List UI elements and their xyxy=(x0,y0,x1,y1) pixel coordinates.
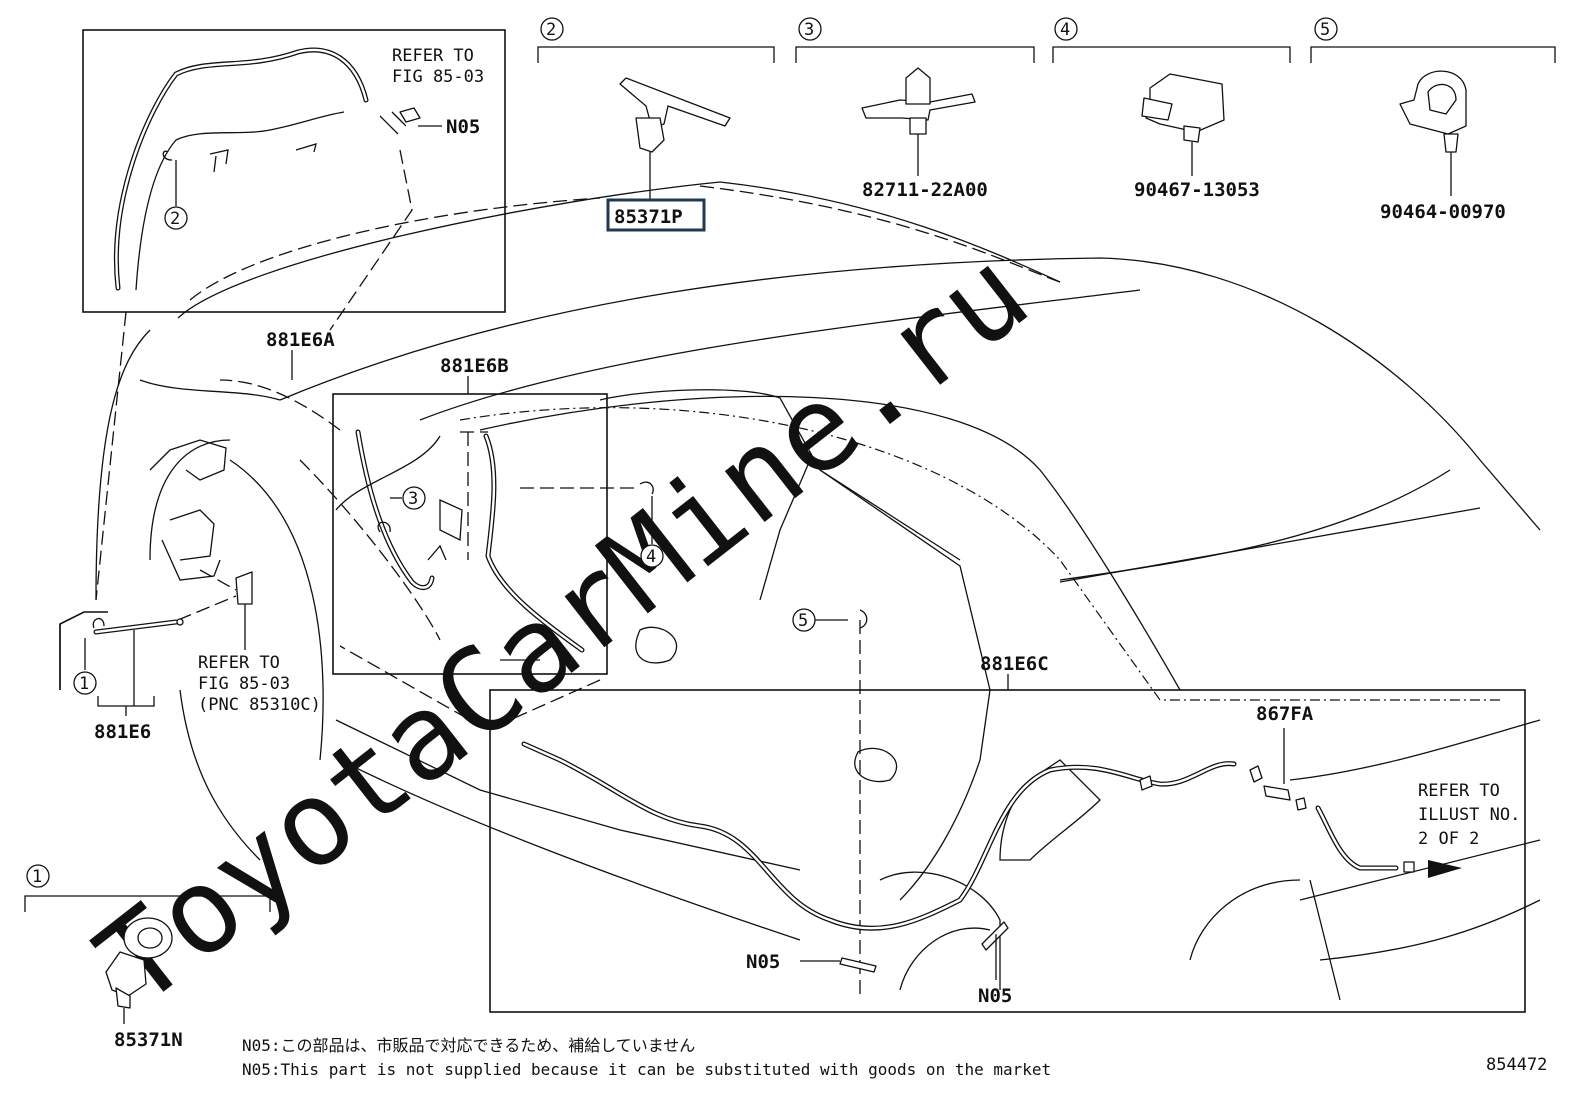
car-body-outline xyxy=(95,181,1541,1001)
clamp-90464-00970-icon xyxy=(1399,70,1467,196)
callout-4-label: 4 xyxy=(1060,20,1070,40)
wheel-arch-parts xyxy=(149,439,253,650)
part-90464-00970-label[interactable]: 90464-00970 xyxy=(1380,201,1506,223)
callout-1-bracket-label: 1 xyxy=(32,867,42,887)
header-bracket-2: 2 xyxy=(537,17,775,63)
refer-fig-mid-line3: (PNC 85310C) xyxy=(198,695,321,715)
refer-illust-line2: ILLUST NO. xyxy=(1418,805,1520,825)
callout-3-detail-label: 3 xyxy=(408,489,418,509)
refer-fig-top-line2: FIG 85-03 xyxy=(392,67,484,87)
part-881E6A-label[interactable]: 881E6A xyxy=(266,329,335,351)
n05-box-left-label[interactable]: N05 xyxy=(746,951,780,973)
arrow-icon xyxy=(1428,860,1462,878)
detail-box-881E6C xyxy=(489,689,1526,1013)
callout-1-881E6 xyxy=(73,671,97,695)
part-85371P-highlight xyxy=(606,198,706,232)
note-japanese: N05:この部品は、市販品で対応できるため、補給していません xyxy=(242,1036,695,1055)
refer-illust-line1: REFER TO xyxy=(1418,781,1500,801)
n05-top-left-label[interactable]: N05 xyxy=(446,116,480,138)
part-881E6B-label[interactable]: 881E6B xyxy=(440,355,509,377)
callout-2-label: 2 xyxy=(546,20,556,40)
illustration-number: 854472 xyxy=(1486,1055,1547,1075)
callout-2-detail-label: 2 xyxy=(170,209,180,229)
callout-4-door xyxy=(640,544,664,568)
leader-lines xyxy=(95,149,1500,1000)
watermark: ToyotaCarMine.ru xyxy=(72,224,1053,1033)
header-bracket-3: 3 xyxy=(795,17,1035,63)
header-bracket-5: 5 xyxy=(1310,17,1556,63)
callout-3-label: 3 xyxy=(804,20,814,40)
clamp-85371P-icon xyxy=(619,77,731,200)
callout-2-detail xyxy=(164,206,188,230)
detail-box-881E6B xyxy=(332,393,608,675)
part-90467-13053-label[interactable]: 90467-13053 xyxy=(1134,179,1260,201)
part-82711-22A00-label[interactable]: 82711-22A00 xyxy=(862,179,988,201)
part-881E6C-label[interactable]: 881E6C xyxy=(980,653,1049,675)
callout-4-door-label: 4 xyxy=(646,547,656,567)
refer-fig-mid-line1: REFER TO xyxy=(198,653,280,673)
part-85371N-label[interactable]: 85371N xyxy=(114,1029,183,1051)
callout-5-label: 5 xyxy=(1320,20,1330,40)
clip-82711-22A00-icon xyxy=(861,67,976,176)
header-bracket-1: 1 xyxy=(24,864,271,912)
part-881E6-label[interactable]: 881E6 xyxy=(94,721,151,743)
note-english: N05:This part is not supplied because it… xyxy=(242,1060,1051,1079)
callout-3-detail xyxy=(402,486,426,510)
n05-box-right-label[interactable]: N05 xyxy=(978,985,1012,1007)
refer-fig-mid-line2: FIG 85-03 xyxy=(198,674,290,694)
part-867FA-label[interactable]: 867FA xyxy=(1256,703,1314,725)
clip-90467-13053-icon xyxy=(1141,73,1225,176)
callout-5-door-label: 5 xyxy=(798,611,808,631)
part-85371P-label[interactable]: 85371P xyxy=(614,206,683,228)
callout-1-881E6-label: 1 xyxy=(79,674,89,694)
detail-box-top-left xyxy=(82,29,506,313)
refer-fig-top-line1: REFER TO xyxy=(392,46,474,66)
header-bracket-4: 4 xyxy=(1052,17,1291,63)
refer-illust-line3: 2 OF 2 xyxy=(1418,829,1479,849)
clamp-85371N-icon xyxy=(105,917,173,1024)
